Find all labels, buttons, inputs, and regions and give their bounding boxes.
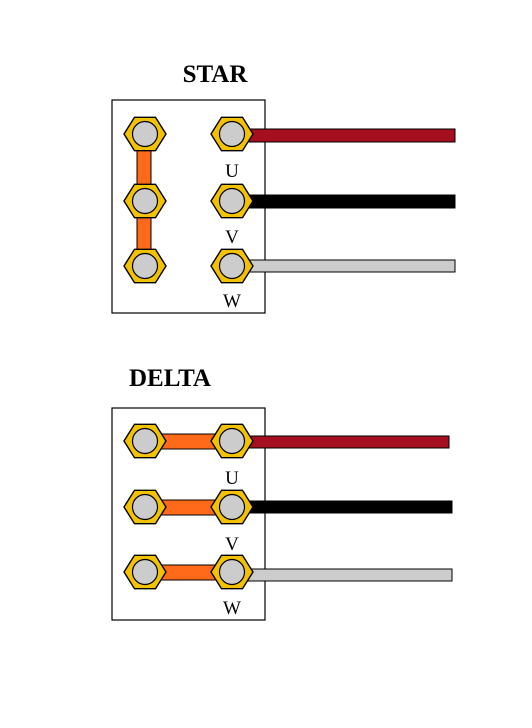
- delta-section: DELTA U V W: [111, 365, 453, 621]
- star-label-w: W: [223, 291, 241, 312]
- delta-label-v: V: [225, 534, 239, 555]
- star-label-v: V: [225, 227, 239, 248]
- delta-terminal-w: [210, 554, 254, 590]
- delta-wire-u: [248, 435, 450, 449]
- star-terminal-left-2: [123, 183, 167, 219]
- bolt-head-icon: [218, 493, 246, 521]
- delta-terminal-left-2: [123, 489, 167, 525]
- star-section: STAR U V W: [111, 61, 456, 314]
- delta-wire-v: [246, 500, 453, 514]
- bolt-head-icon: [218, 427, 246, 455]
- bolt-head-icon: [218, 120, 246, 148]
- delta-title: DELTA: [129, 365, 211, 392]
- star-title: STAR: [183, 61, 249, 88]
- delta-wire-w: [246, 568, 453, 582]
- bolt-head-icon: [131, 252, 159, 280]
- star-terminal-v: [210, 183, 254, 219]
- bolt-head-icon: [218, 252, 246, 280]
- star-label-u: U: [225, 161, 239, 182]
- bolt-head-icon: [218, 558, 246, 586]
- delta-terminal-left-1: [123, 423, 167, 459]
- bolt-head-icon: [131, 493, 159, 521]
- bolt-head-icon: [131, 558, 159, 586]
- bolt-head-icon: [218, 187, 246, 215]
- delta-terminal-left-3: [123, 554, 167, 590]
- star-terminal-left-3: [123, 248, 167, 284]
- bolt-head-icon: [131, 120, 159, 148]
- star-terminal-u: [210, 116, 254, 152]
- bolt-head-icon: [131, 427, 159, 455]
- delta-label-u: U: [225, 468, 239, 489]
- bolt-head-icon: [131, 187, 159, 215]
- delta-terminal-u: [210, 423, 254, 459]
- star-wire-v: [248, 194, 456, 209]
- star-wire-u: [248, 128, 456, 143]
- delta-terminal-v: [210, 489, 254, 525]
- star-terminal-left-1: [123, 116, 167, 152]
- star-wire-w: [248, 259, 456, 273]
- star-terminal-w: [210, 248, 254, 284]
- delta-label-w: W: [223, 598, 241, 619]
